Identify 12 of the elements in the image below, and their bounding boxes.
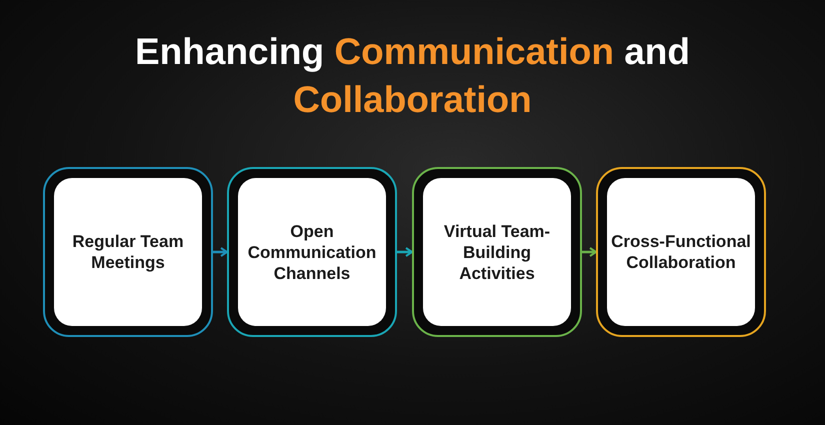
step-frame — [43, 167, 213, 337]
arrow — [213, 247, 228, 257]
step-label: Virtual Team-Building Activities — [442, 220, 552, 284]
arrow — [397, 247, 413, 257]
step-label: Open Communication Channels — [246, 220, 378, 284]
arrow — [582, 247, 597, 257]
step-frame — [596, 167, 766, 337]
step-frame — [227, 167, 397, 337]
step-frame — [412, 167, 582, 337]
step-label: Cross-Functional Collaboration — [611, 231, 751, 273]
step-label: Regular Team Meetings — [71, 231, 185, 273]
title: Enhancing Communication and Collaboration — [134, 30, 692, 122]
